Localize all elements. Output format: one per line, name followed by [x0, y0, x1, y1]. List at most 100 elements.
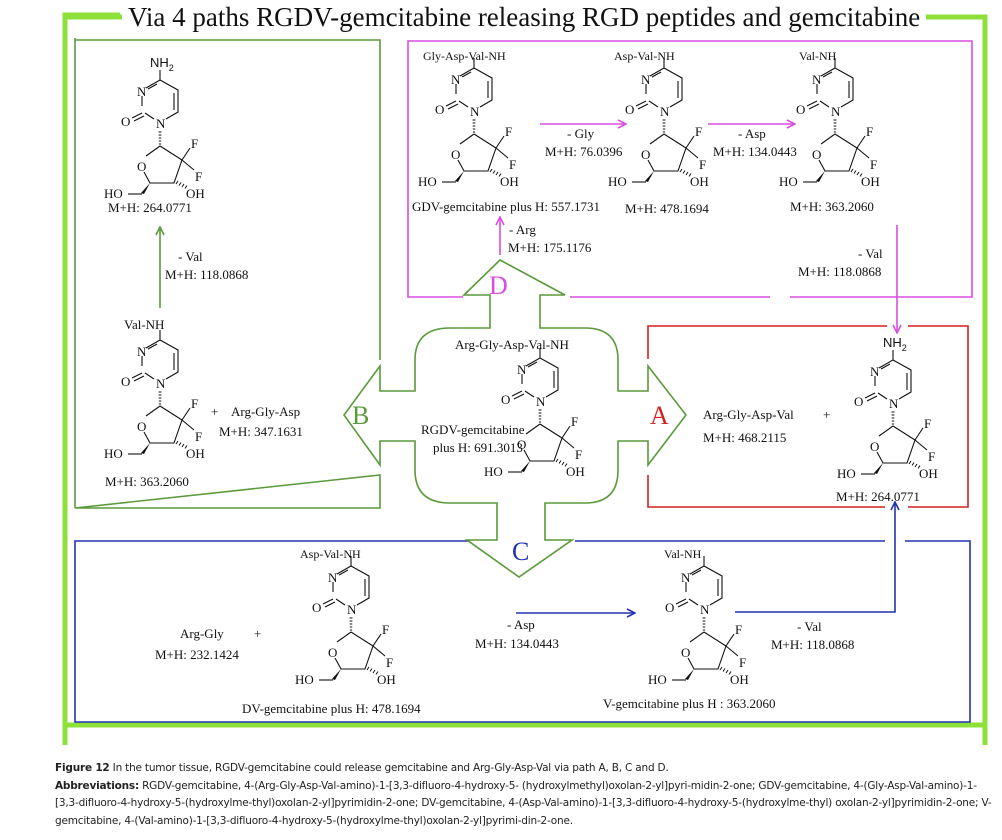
path-b-step-loss: - Val: [178, 249, 203, 264]
nitrogen-atom-n3: N: [137, 84, 147, 99]
pyrimidine-ring: [332, 565, 370, 606]
path-d-mol3-mass: M+H: 363.2060: [790, 199, 874, 214]
pyrimidine-ring: [141, 79, 179, 120]
hydroxyl-group: OH: [500, 174, 519, 189]
hydroxymethyl-group: HO: [418, 174, 437, 189]
nitrogen-atom-n1: N: [889, 396, 899, 411]
pyrimidine-ring: [521, 357, 559, 398]
hydroxymethyl-group: HO: [779, 174, 798, 189]
wedge-bond: [141, 443, 150, 454]
path-label-c: C: [512, 537, 530, 566]
path-a-byproduct-mass: M+H: 468.2115: [703, 430, 787, 445]
ring-oxygen: O: [641, 147, 650, 162]
fluorine-atom-2: F: [739, 655, 746, 670]
hydroxyl-group: OH: [566, 464, 585, 479]
hydroxymethyl-group: HO: [295, 672, 314, 687]
nitrogen-atom-n3: N: [870, 364, 880, 379]
fluorine-atom-1: F: [191, 396, 198, 411]
path-d-mol1-mass: GDV-gemcitabine plus H: 557.1731: [412, 199, 600, 214]
fluorine-atom-1: F: [735, 622, 742, 637]
wedge-bond: [816, 171, 825, 182]
ring-oxygen: O: [681, 645, 690, 660]
path-c-step-loss: - Asp: [507, 617, 535, 632]
pyrimidine-ring: [645, 67, 683, 108]
path-c-mol2-mass: V-gemcitabine plus H : 363.2060: [603, 696, 776, 711]
caption-abbrev: Abbreviations: RGDV-gemcitabine, 4-(Arg-…: [55, 778, 1000, 831]
pyrimidine-ring: [685, 565, 723, 606]
furanose-ring: [876, 425, 916, 464]
hydroxymethyl-group: HO: [104, 186, 123, 201]
path-d-entry-loss: - Arg: [509, 222, 536, 237]
hydroxymethyl-group: HO: [484, 464, 503, 479]
pyrimidine-ring: [816, 67, 854, 108]
fluorine-atom-1: F: [695, 124, 702, 139]
fluorine-atom-1: F: [505, 124, 512, 139]
path-d-box: [407, 40, 973, 298]
path-d-exit-mass: M+H: 118.0868: [798, 264, 882, 279]
furanose-ring: [143, 405, 183, 444]
carbonyl-oxygen: O: [854, 394, 863, 409]
fluorine-atom-2: F: [509, 157, 516, 172]
furanose-ring: [647, 133, 687, 172]
path-d-entry-mass: M+H: 175.1176: [508, 240, 592, 255]
nitrogen-atom-n3: N: [451, 72, 461, 87]
hydroxyl-group: OH: [186, 186, 205, 201]
path-a-byproduct-name: Arg-Gly-Asp-Val: [703, 407, 794, 422]
path-c-plus: +: [254, 626, 262, 641]
path-label-b: B: [352, 401, 370, 430]
carbonyl-oxygen: O: [625, 102, 634, 117]
path-b-bottom-mass: M+H: 363.2060: [105, 474, 189, 489]
fluorine-atom-2: F: [195, 429, 202, 444]
nitrogen-atom-n3: N: [641, 72, 651, 87]
fluorine-atom-1: F: [924, 416, 931, 431]
ring-oxygen: O: [451, 147, 460, 162]
nitrogen-atom-n3: N: [328, 570, 338, 585]
figure-caption: Figure 12 In the tumor tissue, RGDV-gemc…: [55, 760, 1000, 830]
hydroxyl-group: OH: [377, 672, 396, 687]
pyrimidine-ring: [141, 339, 179, 380]
path-d-step2-mass: M+H: 134.0443: [713, 144, 797, 159]
diagram-title: Via 4 paths RGDV-gemcitabine releasing R…: [122, 2, 927, 32]
path-label-d: D: [489, 271, 508, 300]
center-mass: plus H: 691.3013: [433, 440, 523, 455]
nitrogen-atom-n1: N: [470, 104, 480, 119]
nitrogen-atom-n1: N: [536, 394, 546, 409]
molecule-layer: NH2NNOOFFOHHONNOOFFOHHONNOOFFOHHONNOOFFO…: [104, 55, 938, 687]
fluorine-atom-2: F: [386, 655, 393, 670]
carbonyl-oxygen: O: [665, 600, 674, 615]
furanose-ring: [523, 423, 563, 462]
path-d-mol3-substituent: Val-NH: [799, 49, 837, 63]
path-c-exit-loss: - Val: [797, 619, 822, 634]
path-label-a: A: [650, 401, 669, 430]
fluorine-atom-2: F: [195, 169, 202, 184]
center-substituent: Arg-Gly-Asp-Val-NH: [455, 337, 569, 352]
carbonyl-oxygen: O: [121, 114, 130, 129]
fluorine-atom-2: F: [870, 157, 877, 172]
carbonyl-oxygen: O: [501, 392, 510, 407]
hydroxymethyl-group: HO: [648, 672, 667, 687]
path-c-exit-arrow: [735, 503, 895, 613]
nitrogen-atom-n1: N: [347, 602, 357, 617]
pyrimidine-ring: [455, 67, 493, 108]
amino-group-label: NH2: [883, 335, 907, 353]
hydroxyl-group: OH: [919, 466, 938, 481]
fluorine-atom-1: F: [191, 136, 198, 151]
furanose-ring: [457, 133, 497, 172]
nitrogen-atom-n3: N: [517, 362, 527, 377]
path-b-byproduct-mass: M+H: 347.1631: [219, 424, 303, 439]
ring-oxygen: O: [870, 439, 879, 454]
fluorine-atom-2: F: [575, 447, 582, 462]
path-a-mass: M+H: 264.0771: [836, 489, 920, 504]
hydroxymethyl-group: HO: [608, 174, 627, 189]
wedge-bond: [332, 669, 341, 680]
nitrogen-atom-n3: N: [137, 344, 147, 359]
path-c-box: [74, 540, 971, 723]
hydroxyl-group: OH: [730, 672, 749, 687]
